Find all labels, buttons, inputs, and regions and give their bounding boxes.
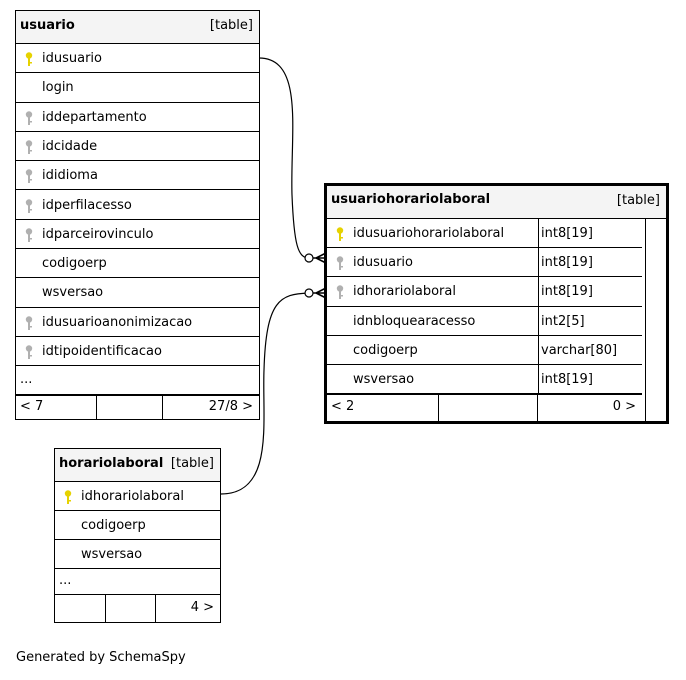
column-row[interactable]: idtipoidentificacao <box>16 337 259 367</box>
column-row[interactable]: codigoerp <box>16 249 259 279</box>
table-header[interactable]: horariolaboral [table] <box>55 449 220 482</box>
column-row[interactable]: idusuario <box>16 44 259 74</box>
column-name: codigoerp <box>42 256 107 272</box>
foreign-key-icon <box>25 198 33 213</box>
column-type: int8[19] <box>541 284 593 300</box>
column-name: idcidade <box>42 138 98 154</box>
column-row[interactable]: codigoerp <box>55 511 220 540</box>
more-columns-row: ... <box>55 569 220 595</box>
column-name: idnbloquearacesso <box>353 313 476 329</box>
table-horariolaboral[interactable]: horariolaboral [table] idhorariolaboral c… <box>54 448 221 623</box>
child-count[interactable]: 0 > <box>612 399 636 414</box>
foreign-key-icon <box>25 345 33 359</box>
foreign-key-icon <box>25 228 33 242</box>
edge-horariolaboral-to-usuariohorariolaboral <box>220 292 310 495</box>
column-row[interactable]: idperfilacesso <box>16 191 259 220</box>
edge-horariolaboral-optional-marker <box>304 288 314 298</box>
column-name: ididioma <box>42 168 98 184</box>
parent-count[interactable]: < 7 <box>20 399 44 414</box>
column-row[interactable]: login <box>16 73 259 103</box>
table-footer: < 2 0 > <box>327 394 642 421</box>
column-row[interactable]: idcidade <box>16 132 259 162</box>
table-kind: [table] <box>170 456 214 471</box>
table-name: usuariohorariolaboral <box>331 192 491 207</box>
column-row[interactable]: iddepartamento <box>16 103 259 132</box>
child-count[interactable]: 27/8 > <box>208 399 253 414</box>
more-indicator: ... <box>59 573 72 588</box>
more-indicator: ... <box>20 372 33 387</box>
column-name: codigoerp <box>81 518 146 533</box>
column-name: wsversao <box>353 372 415 387</box>
column-name: idusuario <box>42 51 102 66</box>
foreign-key-icon <box>25 315 33 330</box>
table-kind: [table] <box>616 193 660 208</box>
column-name: idhorariolaboral <box>81 489 184 504</box>
column-type: int8[19] <box>541 255 593 271</box>
foreign-key-icon <box>336 285 344 300</box>
table-usuario[interactable]: usuario [table] idusuario login iddepartam… <box>15 10 260 420</box>
edge-usuario-optional-marker <box>304 253 314 263</box>
primary-key-icon <box>64 490 72 504</box>
column-name: login <box>42 80 74 96</box>
table-header[interactable]: usuario [table] <box>16 11 259 44</box>
column-name: wsversao <box>42 285 104 301</box>
table-footer: 4 > <box>55 595 220 622</box>
column-name: iddepartamento <box>42 109 147 125</box>
foreign-key-icon <box>336 256 344 271</box>
column-row[interactable]: idusuario int8[19] <box>327 248 642 278</box>
column-name: idhorariolaboral <box>353 284 456 300</box>
primary-key-icon <box>25 52 33 66</box>
table-usuariohorariolaboral[interactable]: usuariohorariolaboral [table] idusuarioh… <box>324 183 669 424</box>
foreign-key-icon <box>25 110 33 125</box>
column-type: int2[5] <box>541 313 585 329</box>
column-name: wsversao <box>81 547 143 562</box>
table-footer: < 7 27/8 > <box>16 395 259 419</box>
column-row[interactable]: idhorariolaboral <box>55 482 220 511</box>
foreign-key-icon <box>25 169 33 184</box>
column-name: idtipoidentificacao <box>42 344 162 359</box>
column-row[interactable]: ididioma <box>16 161 259 191</box>
column-row[interactable]: idparceirovinculo <box>16 220 259 250</box>
column-row[interactable]: idusuarioanonimizacao <box>16 308 259 337</box>
child-count[interactable]: 4 > <box>190 600 214 615</box>
more-columns-row: ... <box>16 366 259 395</box>
column-row[interactable]: idnbloquearacesso int2[5] <box>327 306 642 336</box>
column-type: int8[19] <box>541 372 593 387</box>
column-row[interactable]: codigoerp varchar[80] <box>327 335 642 365</box>
primary-key-icon <box>336 227 344 241</box>
column-name: idperfilacesso <box>42 197 132 213</box>
column-name: idusuarioanonimizacao <box>42 314 193 330</box>
table-name: horariolaboral <box>59 456 164 471</box>
column-name: idparceirovinculo <box>42 226 154 242</box>
edge-usuario-crowfoot <box>313 252 327 264</box>
parent-count[interactable]: < 2 <box>331 399 355 414</box>
column-name: idusuariohorariolaboral <box>353 226 505 241</box>
generated-by-caption: Generated by SchemaSpy <box>16 650 186 665</box>
edge-usuario-to-usuariohorariolaboral <box>258 57 310 259</box>
column-name: codigoerp <box>353 342 418 358</box>
column-row[interactable]: idhorariolaboral int8[19] <box>327 277 642 307</box>
foreign-key-icon <box>25 140 33 154</box>
column-row[interactable]: wsversao int8[19] <box>327 365 642 395</box>
table-name: usuario <box>20 18 75 33</box>
column-row[interactable]: idusuariohorariolaboral int8[19] <box>327 219 642 249</box>
table-header[interactable]: usuariohorariolaboral [table] <box>327 186 666 219</box>
edge-horariolaboral-crowfoot <box>313 287 327 299</box>
column-row[interactable]: wsversao <box>16 278 259 308</box>
column-type: varchar[80] <box>541 342 618 358</box>
column-row[interactable]: wsversao <box>55 540 220 569</box>
column-type: int8[19] <box>541 226 593 241</box>
table-kind: [table] <box>209 18 253 33</box>
column-name: idusuario <box>353 255 413 271</box>
